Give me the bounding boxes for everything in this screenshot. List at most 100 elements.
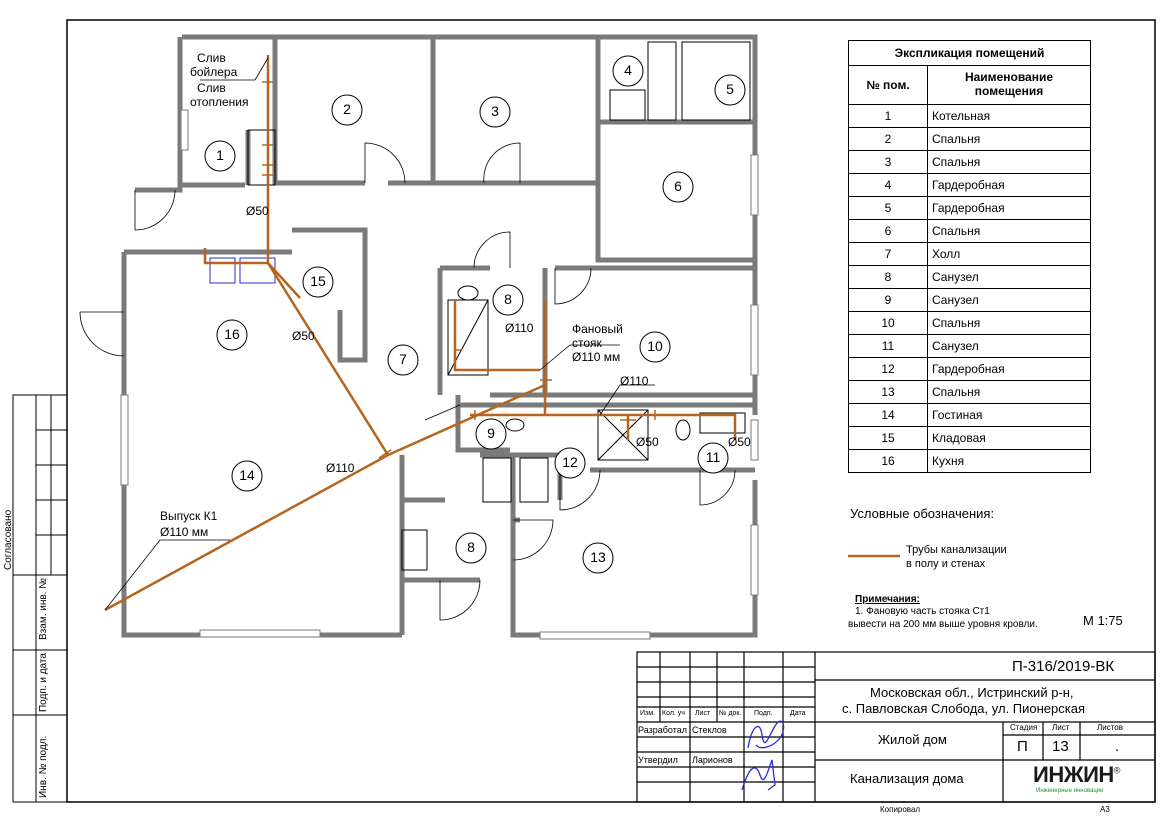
room-marker xyxy=(479,96,511,128)
room-number-cell: 9 xyxy=(848,288,928,312)
room-marker xyxy=(714,74,746,106)
stamp-inv-orig: Инв. № подл. xyxy=(38,735,49,798)
room-name-cell: Санузел xyxy=(927,288,1091,312)
room-number-cell: 13 xyxy=(848,380,928,404)
room-marker xyxy=(639,331,671,363)
room-number-cell: 6 xyxy=(848,219,928,243)
explication-title: Экспликация помещений xyxy=(848,40,1091,66)
col-podp: Подп. xyxy=(754,710,773,717)
room-number-cell: 16 xyxy=(848,449,928,473)
room-marker xyxy=(492,284,524,316)
room-name-cell: Санузел xyxy=(927,265,1091,289)
notes-line-1: 1. Фановую часть стояка Ст1 xyxy=(855,606,990,617)
address-line-2: с. Павловская Слобода, ул. Пионерская xyxy=(842,701,1086,716)
room-number-cell: 8 xyxy=(848,265,928,289)
legend-item-2: в полу и стенах xyxy=(906,558,986,570)
diameter-label: Ø110 xyxy=(620,374,649,388)
room-number: 7 xyxy=(399,351,407,367)
explication-table: Экспликация помещений № пом. Наименовани… xyxy=(848,40,1091,473)
sheets-label: Листов xyxy=(1097,723,1123,732)
diameter-label: Ø110 xyxy=(326,461,355,475)
format-label: А3 xyxy=(1100,805,1110,814)
room-name-cell: Спальня xyxy=(927,219,1091,243)
room-number-cell: 1 xyxy=(848,104,928,128)
room-number: 8 xyxy=(504,291,512,307)
room-number: 11 xyxy=(705,449,721,465)
doors xyxy=(79,142,736,621)
room-number-cell: 7 xyxy=(848,242,928,266)
side-stamp xyxy=(12,394,68,803)
legend-item-1: Трубы канализации xyxy=(906,544,1007,556)
sheet-title: Канализация дома xyxy=(850,771,964,786)
diameter-label: Ø110 xyxy=(505,321,534,335)
pipe xyxy=(453,300,540,372)
room-marker xyxy=(612,55,644,87)
approved-role: Утвердил xyxy=(638,755,678,765)
col-kol: Кол. уч xyxy=(662,710,685,717)
interior-wall xyxy=(437,265,755,398)
leader-lines xyxy=(104,57,655,611)
room-number-cell: 15 xyxy=(848,426,928,450)
room-number: 2 xyxy=(343,101,351,117)
room-marker xyxy=(475,418,507,450)
room-number: 16 xyxy=(224,326,240,342)
room-name-cell: Спальня xyxy=(927,311,1091,335)
room-marker xyxy=(387,344,419,376)
room-number: 6 xyxy=(674,178,682,194)
pipe xyxy=(543,385,737,440)
stamp-sign-date: Подп. и дата xyxy=(38,653,49,712)
room-number: 4 xyxy=(624,62,632,78)
riser-label-1: Фановый xyxy=(572,322,623,336)
company-logo-sub: Инженерные инновации xyxy=(1036,788,1104,794)
room-number: 14 xyxy=(239,467,255,483)
drain-boiler-label-1: Слив xyxy=(197,51,226,65)
diameter-label: Ø50 xyxy=(246,204,269,218)
room-name-cell: Спальня xyxy=(927,150,1091,174)
pipe xyxy=(104,262,390,612)
interior-wall xyxy=(399,402,755,635)
approved-name: Ларионов xyxy=(692,755,733,765)
room-number: 3 xyxy=(491,103,499,119)
room-name-cell: Спальня xyxy=(927,380,1091,404)
room-marker xyxy=(331,94,363,126)
room-circles xyxy=(204,55,746,574)
room-marker xyxy=(582,542,614,574)
room-number-cell: 5 xyxy=(848,196,928,220)
interior-wall xyxy=(272,37,755,263)
col-izm: Изм. xyxy=(640,710,655,717)
developed-name: Стеклов xyxy=(692,725,727,735)
sewer-pipes xyxy=(104,55,737,612)
col-list: Лист xyxy=(695,710,711,717)
room-marker xyxy=(455,532,487,564)
room-number: 10 xyxy=(647,338,663,354)
outlet-label-2: Ø110 мм xyxy=(160,525,209,539)
doc-code: П-316/2019-ВК xyxy=(1012,658,1115,675)
notes-title: Примечания: xyxy=(855,594,920,605)
room-number-cell: 2 xyxy=(848,127,928,151)
col-data: Дата xyxy=(790,710,806,717)
room-number: 9 xyxy=(487,425,495,441)
diameter-label: Ø50 xyxy=(636,435,659,449)
signatures xyxy=(741,720,785,791)
room-name-cell: Спальня xyxy=(927,127,1091,151)
room-name-cell: Санузел xyxy=(927,334,1091,358)
developed-role: Разработал xyxy=(638,725,687,735)
room-name-cell: Котельная xyxy=(927,104,1091,128)
address-line-1: Московская обл., Истринский р-н, xyxy=(870,685,1074,700)
interior-wall xyxy=(455,392,545,453)
scale-label: М 1:75 xyxy=(1083,613,1123,628)
